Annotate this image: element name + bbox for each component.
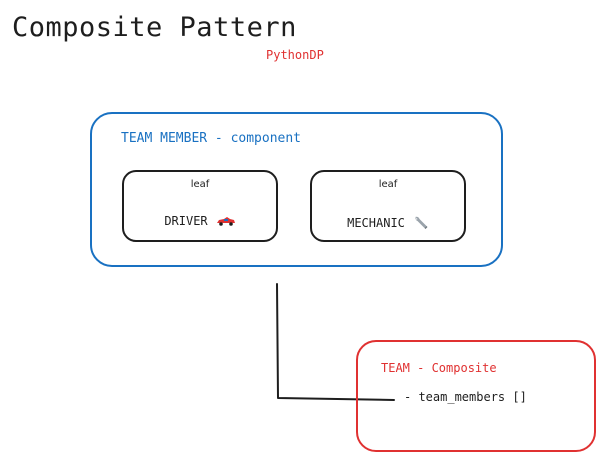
component-container [90, 112, 503, 267]
composite-label: TEAM - Composite [381, 361, 497, 375]
component-label: TEAM MEMBER - component [121, 131, 302, 146]
race-car-icon [216, 215, 236, 229]
diagram-subtitle: PythonDP [266, 48, 324, 62]
leaf-tag: leaf [190, 179, 210, 190]
diagram-title: Composite Pattern [12, 12, 297, 43]
leaf-mechanic-box: leaf MECHANIC [310, 170, 466, 242]
leaf-mechanic-label: MECHANIC [347, 216, 405, 230]
leaf-tag: leaf [378, 179, 398, 190]
composite-field: - team_members [] [404, 390, 527, 404]
wrench-icon [413, 214, 429, 233]
leaf-driver-label: DRIVER [164, 214, 208, 228]
composite-container [356, 340, 596, 452]
leaf-driver-box: leaf DRIVER [122, 170, 278, 242]
leaf-mechanic-name-row: MECHANIC [312, 214, 464, 233]
leaf-driver-name-row: DRIVER [124, 214, 276, 229]
